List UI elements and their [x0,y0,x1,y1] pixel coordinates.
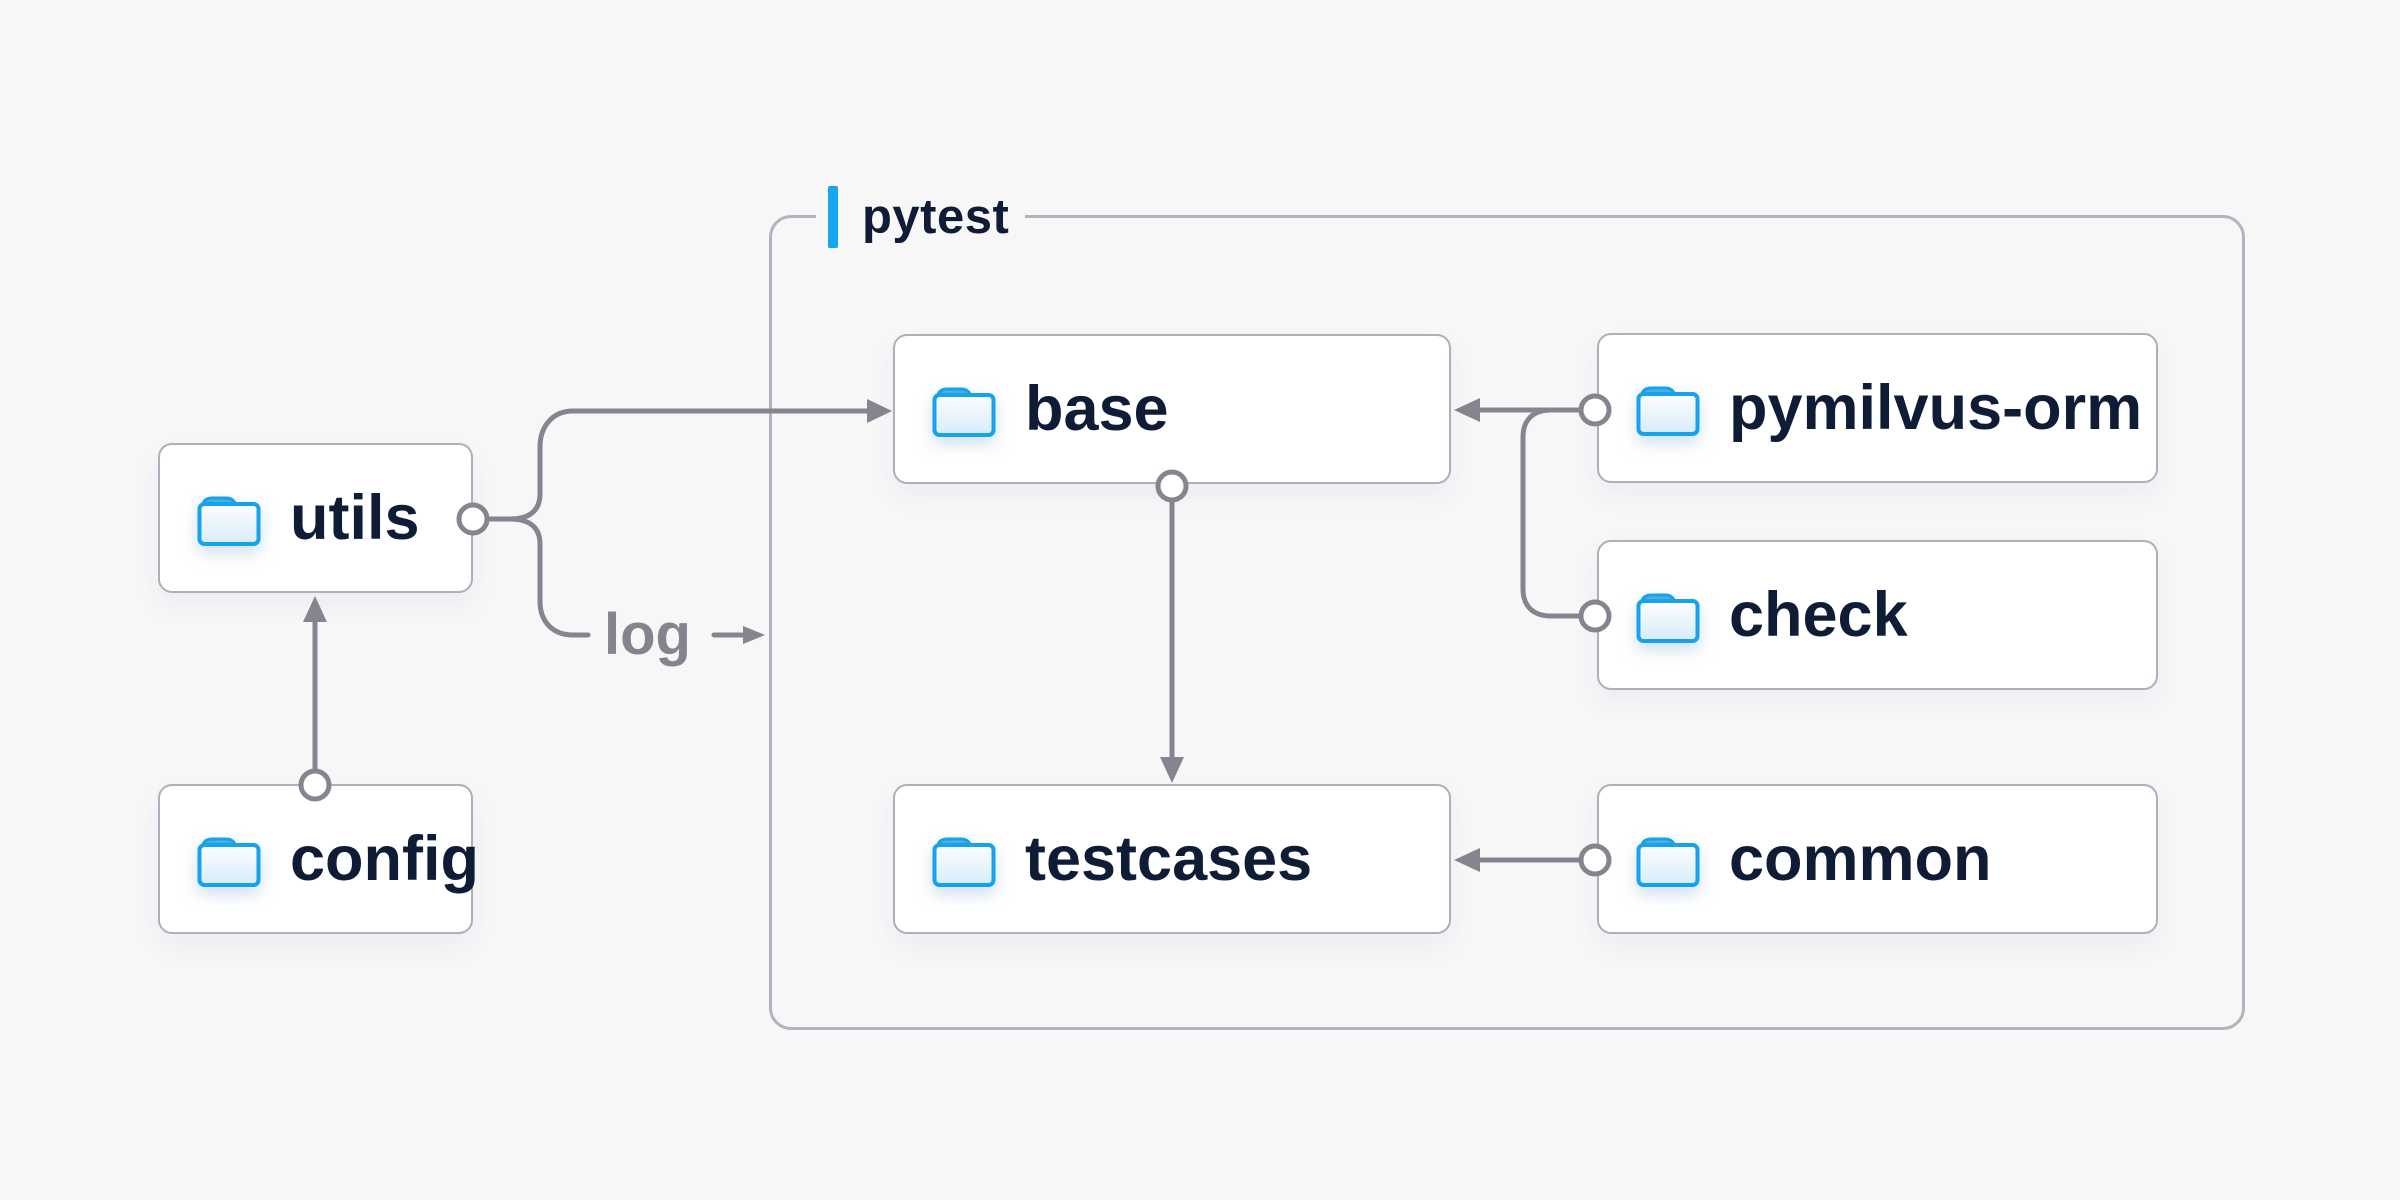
folder-icon [197,837,261,887]
pytest-group-label: pytest [816,184,1026,250]
node-label: check [1729,579,1908,650]
node-label: common [1729,823,1992,894]
node-label: config [290,823,479,894]
node-testcases: testcases [893,784,1451,934]
group-title: pytest [862,189,1010,244]
node-check: check [1597,540,2158,690]
node-utils: utils [158,443,473,593]
node-label: base [1025,373,1169,444]
arrowhead-into-utils [303,596,327,622]
node-label: utils [290,482,420,553]
edge-label-log: log [604,602,691,667]
accent-bar [828,186,838,248]
folder-icon [932,387,996,437]
node-base: base [893,334,1451,484]
pytest-group-container [769,215,2245,1030]
node-pymilvus-orm: pymilvus-orm [1597,333,2158,483]
folder-icon [1636,593,1700,643]
folder-icon [1636,837,1700,887]
node-label: pymilvus-orm [1729,372,2143,443]
folder-icon [1636,386,1700,436]
folder-icon [932,837,996,887]
node-common: common [1597,784,2158,934]
folder-icon [197,496,261,546]
arrowhead-log [743,626,765,644]
node-label: testcases [1025,823,1313,894]
node-config: config [158,784,479,934]
edge-utils-log [484,516,591,638]
